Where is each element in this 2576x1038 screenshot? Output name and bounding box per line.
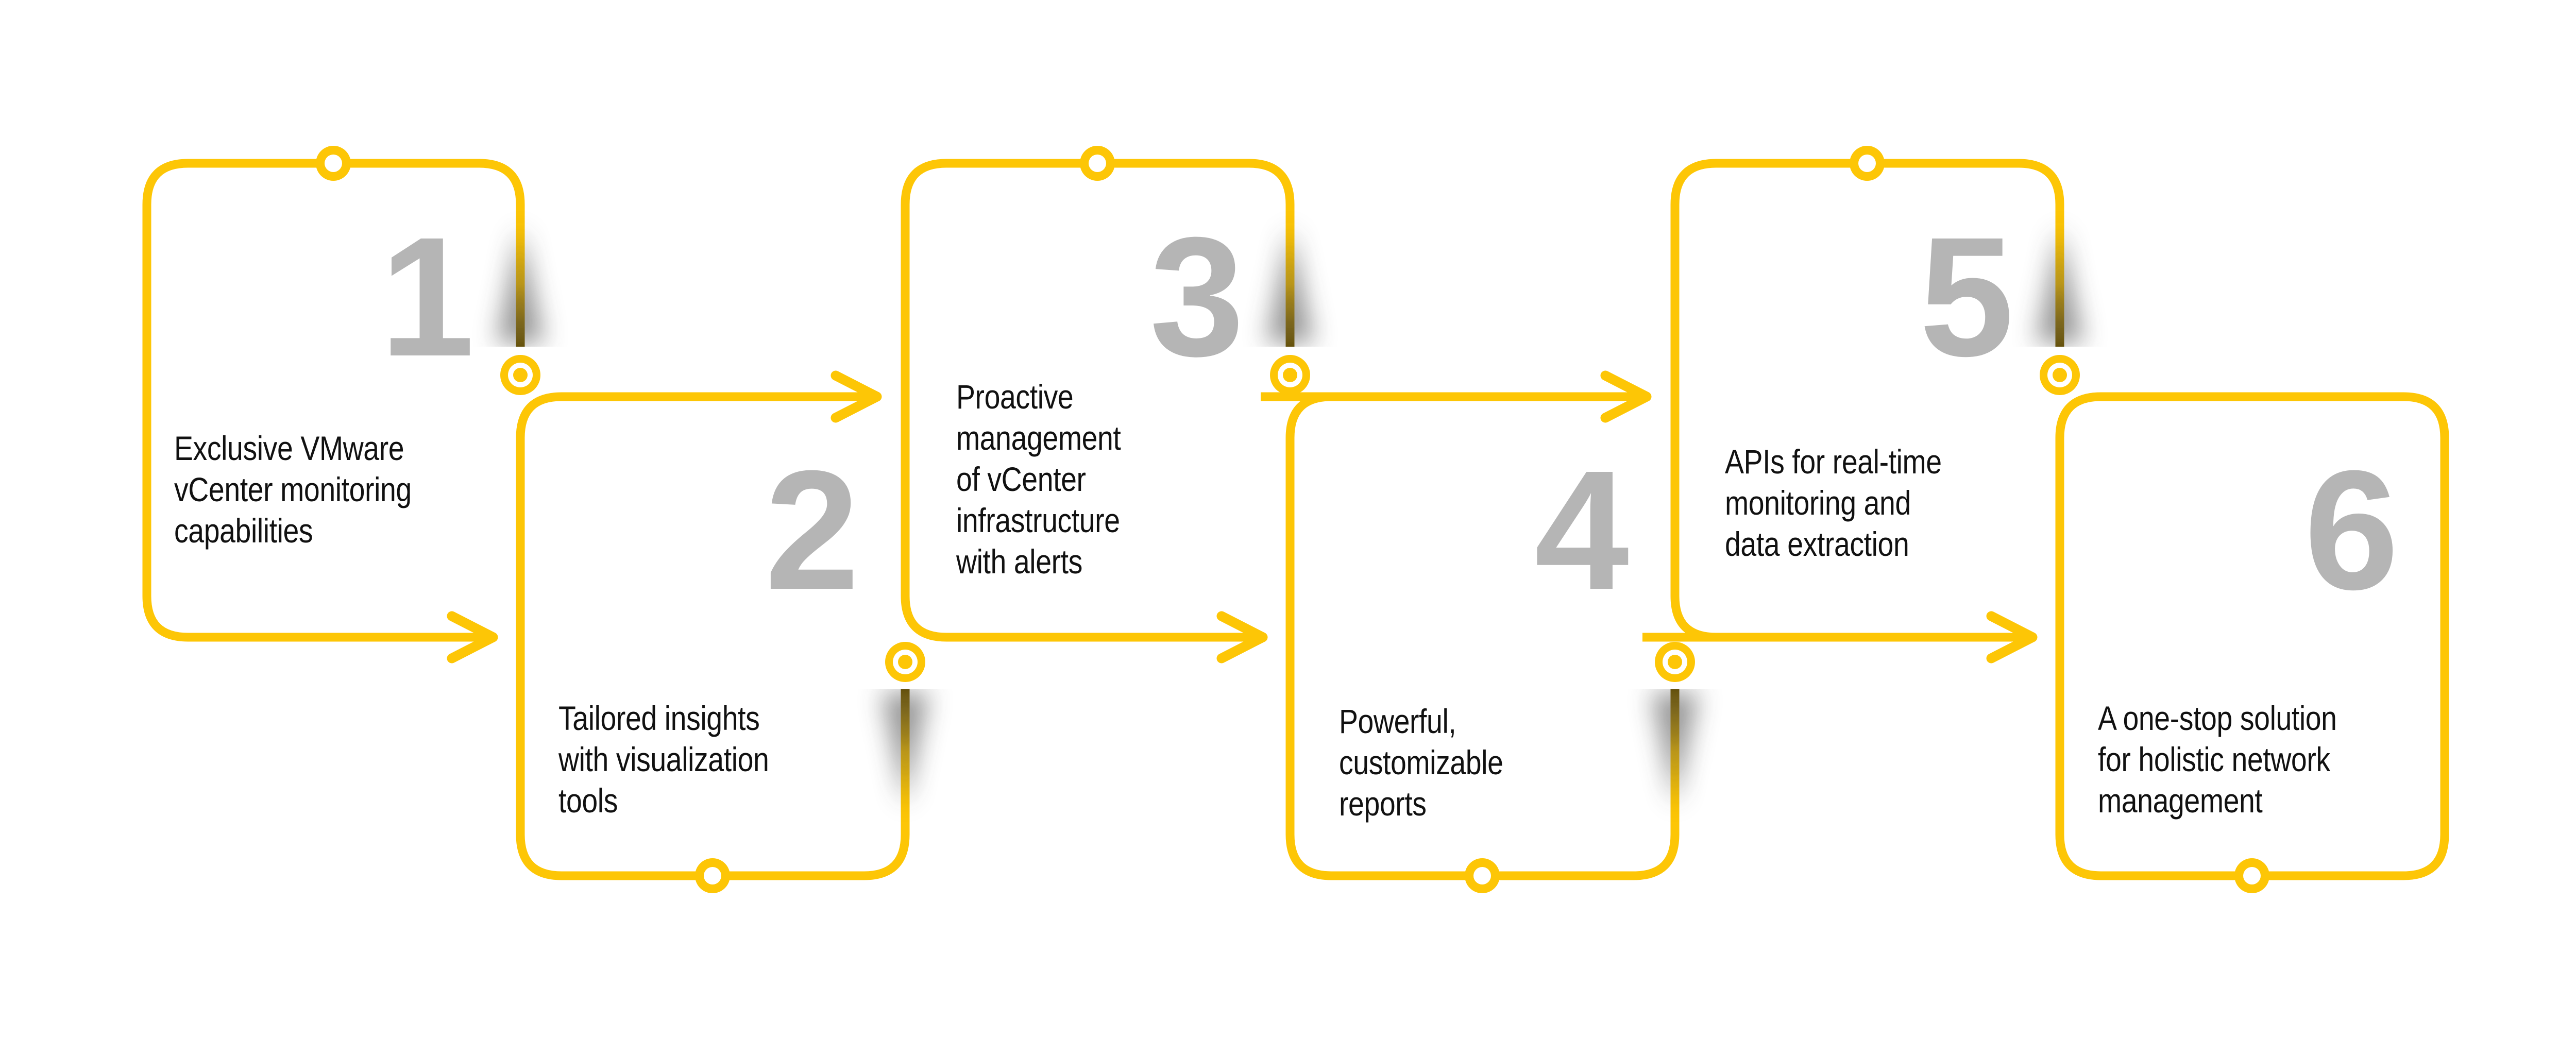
card-outline-3 (901, 159, 1295, 642)
junction-ring-4-icon (1655, 642, 1695, 682)
step-6-number: 6 (2304, 435, 2399, 625)
step-card-6: 6 A one-stop solution for holistic netwo… (2060, 397, 2445, 876)
step-5-description: APIs for real-time monitoring and data e… (1725, 443, 1942, 563)
edge-ring-1-icon (316, 146, 351, 181)
junction-ring-3-icon (1270, 355, 1310, 395)
step-card-3: 3 Proactive management of vCenter infras… (905, 163, 1290, 637)
junction-ring-group (500, 355, 2080, 682)
edge-ring-6-icon (2234, 858, 2269, 893)
fold-shadow-4 (1651, 692, 1699, 806)
junction-ring-2-icon (885, 642, 925, 682)
step-1-number: 1 (380, 201, 474, 392)
step-2-number: 2 (765, 435, 859, 625)
flow-arrow-3-icon (1216, 611, 1268, 663)
flow-arrow-4-icon (1600, 370, 1652, 423)
fold-shadow-1 (497, 227, 544, 343)
card-outline-4 (1261, 392, 1680, 880)
step-card-2: 2 Tailored insights with visualization t… (520, 397, 905, 876)
edge-ring-2-icon (695, 858, 730, 893)
flow-arrow-5-icon (1986, 611, 2038, 663)
flow-arrow-2-icon (831, 370, 882, 423)
junction-ring-5-icon (2040, 355, 2080, 395)
step-3-number: 3 (1149, 201, 1244, 392)
edge-ring-4-icon (1465, 858, 1500, 893)
card-outline-1 (142, 159, 525, 642)
edge-ring-5-icon (1850, 146, 1885, 181)
step-6-description: A one-stop solution for holistic network… (2098, 699, 2337, 820)
step-card-4: 4 Powerful, customizable reports (1290, 397, 1675, 876)
flow-arrow-1-icon (447, 611, 498, 663)
step-card-5: 5 APIs for real-time monitoring and data… (1675, 163, 2060, 637)
card-outline-6 (2055, 392, 2449, 880)
step-3-description: Proactive management of vCenter infrastr… (956, 378, 1121, 581)
junction-ring-1-icon (500, 355, 540, 395)
fold-shadow-5 (2036, 227, 2083, 343)
card-outline-2 (516, 392, 910, 880)
step-5-number: 5 (1919, 201, 2014, 392)
step-4-description: Powerful, customizable reports (1339, 702, 1503, 823)
fold-shadow-2 (882, 692, 929, 806)
step-1-description: Exclusive VMware vCenter monitoring capa… (174, 429, 412, 550)
card-outline-5 (1642, 159, 2064, 642)
step-4-number: 4 (1534, 435, 1629, 625)
edge-ring-3-icon (1080, 146, 1115, 181)
step-2-description: Tailored insights with visualization too… (558, 699, 769, 820)
edge-ring-group (316, 146, 2269, 893)
fold-shadow-3 (1266, 227, 1314, 343)
step-card-1: 1 Exclusive VMware vCenter monitoring ca… (147, 163, 520, 637)
